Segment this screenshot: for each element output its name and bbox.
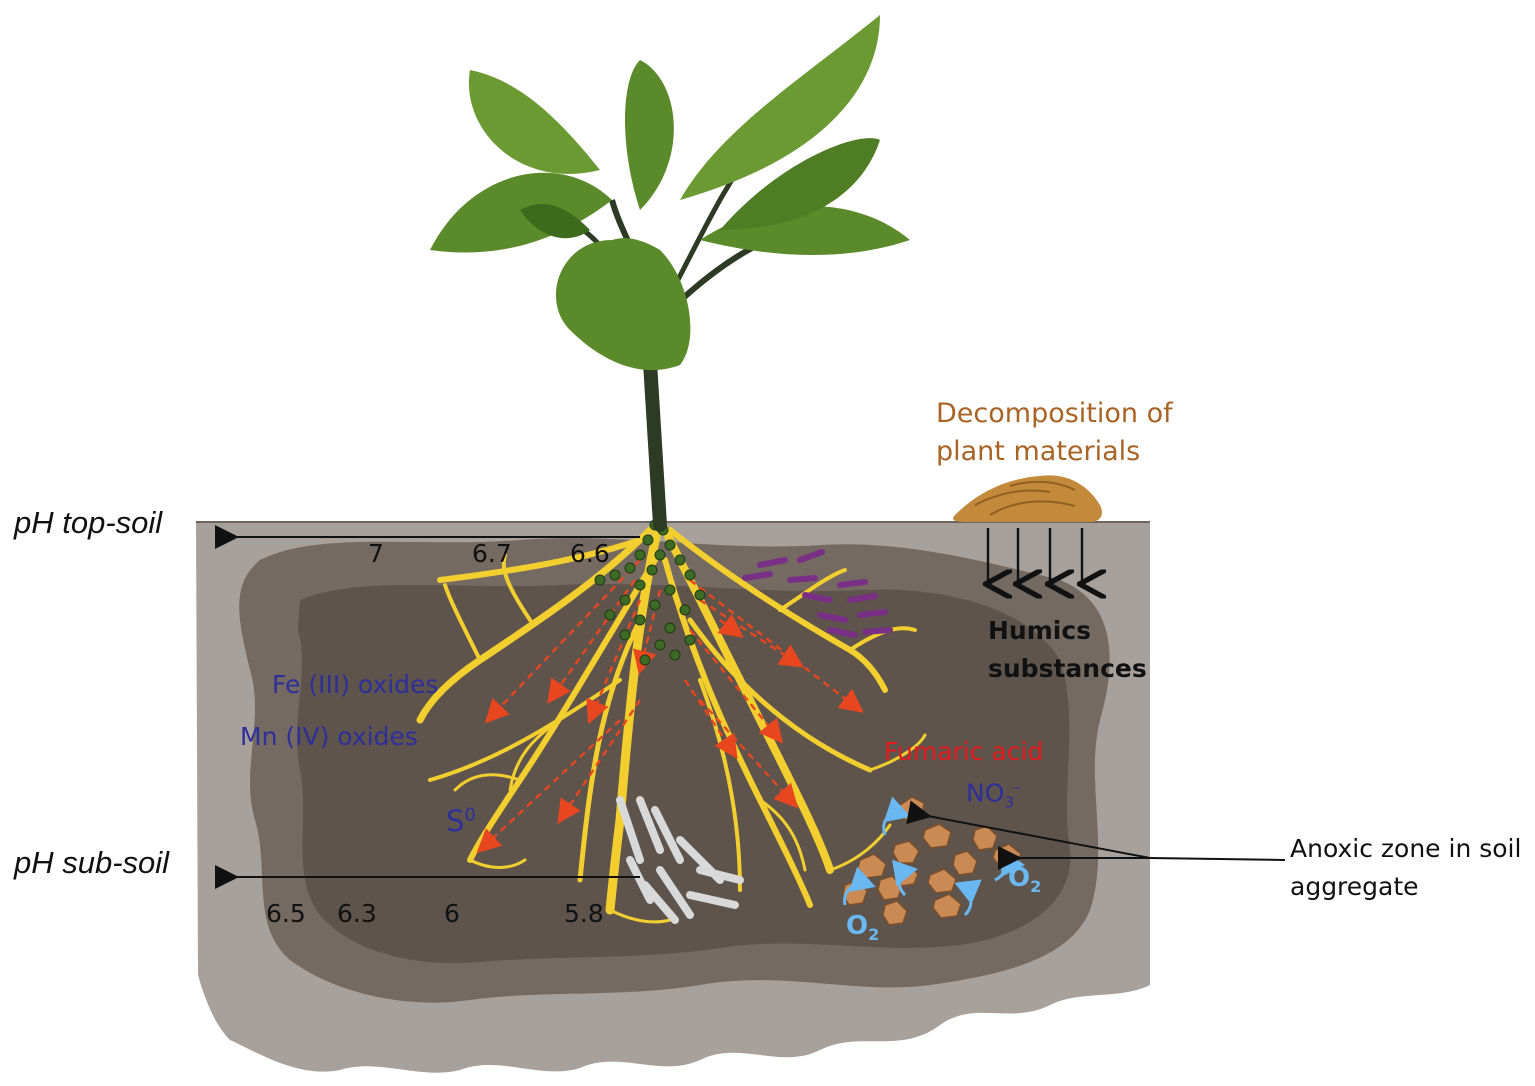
- humic-arrows: [988, 528, 1082, 584]
- plant-litter-pile: [953, 475, 1102, 522]
- humics-label-line2: substances: [988, 654, 1147, 683]
- ph-top-value: 6.7: [472, 539, 512, 568]
- humics-label-line1: Humics: [988, 616, 1092, 645]
- anoxic-label-line1: Anoxic zone in soil: [1290, 834, 1522, 863]
- sulfur-label: S0: [446, 804, 476, 838]
- nitrate-label: NO3-: [966, 778, 1020, 812]
- decomposition-label-line1: Decomposition of: [936, 398, 1173, 429]
- root-system: [416, 515, 927, 924]
- oxygen-label: O2: [1008, 863, 1042, 897]
- ph-sub-label: pH sub-soil: [14, 845, 170, 880]
- ph-top-value: 6.6: [570, 539, 610, 568]
- ph-sub-value: 5.8: [564, 899, 604, 928]
- mn-oxides-label: Mn (IV) oxides: [240, 722, 418, 751]
- fe-oxides-label: Fe (III) oxides: [272, 670, 439, 699]
- ph-sub-value: 6.5: [266, 899, 306, 928]
- ph-sub-value: 6: [444, 899, 460, 928]
- green-bacteria: [594, 519, 706, 666]
- oxygen-label: O2: [846, 911, 880, 945]
- plant-shoot: [430, 15, 910, 532]
- anoxic-leaders: [906, 800, 1286, 870]
- white-bacteria: [616, 796, 744, 924]
- ph-top-label: pH top-soil: [14, 505, 163, 540]
- ph-top-value: 7: [368, 539, 384, 568]
- ph-sub-value: 6.3: [337, 899, 377, 928]
- decomposition-label-line2: plant materials: [936, 436, 1141, 467]
- fumaric-acid-label: Fumaric acid: [884, 737, 1044, 766]
- purple-bacteria: [742, 549, 893, 638]
- anoxic-label-line2: aggregate: [1290, 872, 1419, 901]
